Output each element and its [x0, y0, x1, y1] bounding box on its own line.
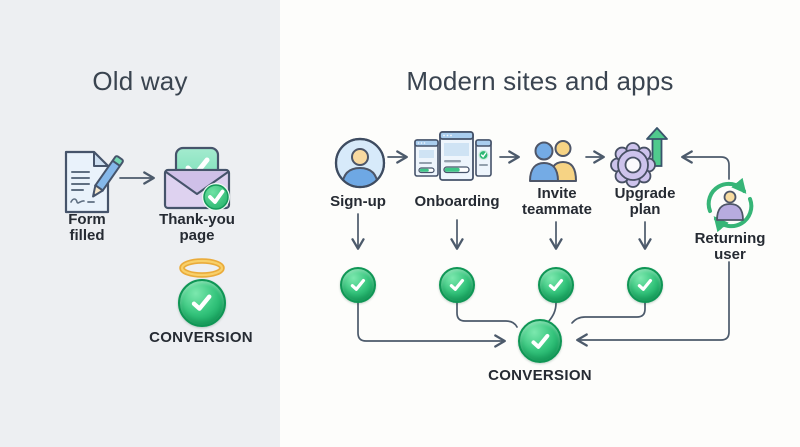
- check-icon: [531, 333, 549, 349]
- form-filled-icon: [64, 150, 124, 214]
- gear-icon: [610, 142, 656, 188]
- check-icon: [548, 279, 564, 291]
- conversion-label: CONVERSION: [488, 367, 592, 384]
- upgrade-plan-icon: [610, 127, 668, 188]
- check-icon: [637, 279, 653, 291]
- modern-panel: [280, 0, 800, 447]
- step-check-badge: [627, 267, 663, 303]
- sign-up-label: Sign-up: [330, 193, 386, 210]
- onboarding-label: Onboarding: [414, 193, 500, 210]
- upgrade-plan-label: Upgrade plan: [614, 185, 676, 218]
- pencil-icon: [92, 155, 124, 198]
- check-icon: [192, 294, 212, 312]
- old-way-panel: [0, 0, 280, 447]
- thank-you-page-icon: [163, 146, 231, 211]
- modern-title: Modern sites and apps: [406, 66, 674, 96]
- invite-teammate-label: Invite teammate: [521, 185, 593, 218]
- form-filled-label: Form filled: [68, 211, 106, 244]
- refresh-arrows-icon: [706, 178, 754, 232]
- step-check-badge: [340, 267, 376, 303]
- thank-you-page-label: Thank-you page: [159, 211, 235, 244]
- step-check-badge: [439, 267, 475, 303]
- returning-user-icon: [706, 178, 754, 232]
- old-conversion-badge: [178, 279, 226, 327]
- check-icon: [350, 279, 366, 291]
- conversion-badge: [518, 319, 562, 363]
- halo-icon: [179, 258, 225, 278]
- check-icon: [449, 279, 465, 291]
- old-way-title: Old way: [92, 66, 188, 96]
- invite-teammate-icon: [529, 140, 577, 182]
- step-check-badge: [538, 267, 574, 303]
- sign-up-icon: [334, 137, 386, 189]
- old-conversion-label: CONVERSION: [149, 329, 253, 346]
- returning-user-label: Returning user: [694, 230, 766, 263]
- up-arrow-icon: [646, 127, 668, 167]
- onboarding-icon: [414, 131, 492, 181]
